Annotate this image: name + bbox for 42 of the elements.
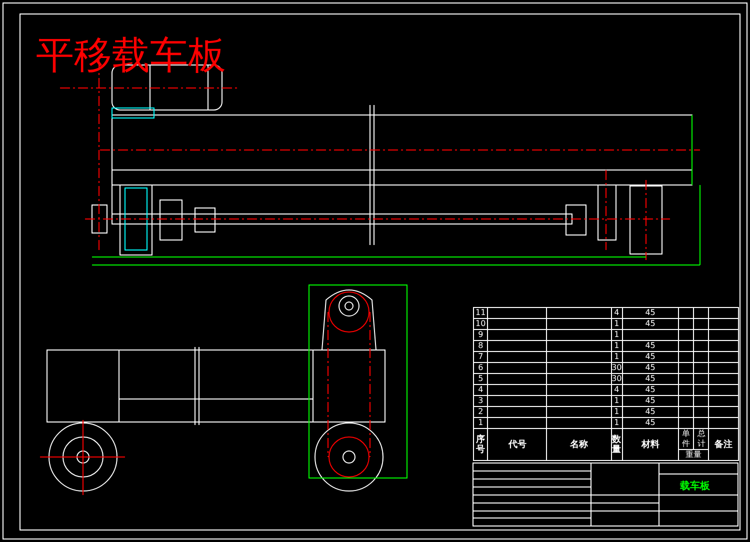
quantity-cell: 1: [614, 342, 620, 350]
material-cell: 45: [645, 308, 656, 318]
column-header: 重量: [686, 450, 702, 460]
quantity-cell: 1: [614, 330, 620, 340]
material-cell: 45: [645, 408, 656, 416]
column-header: 代号: [508, 440, 526, 450]
material-cell: 45: [645, 320, 656, 328]
quantity-cell: 4: [614, 386, 620, 394]
quantity-cell: 1: [614, 418, 620, 428]
drawing-name: 载车板: [680, 479, 710, 493]
material-cell: 45: [645, 352, 656, 362]
row-number: 6: [478, 364, 484, 372]
column-header: 名称: [570, 440, 588, 450]
quantity-cell: 4: [614, 308, 620, 318]
quantity-cell: 1: [614, 320, 620, 328]
quantity-cell: 1: [614, 408, 620, 416]
row-number: 9: [478, 330, 484, 340]
column-header: 单件: [680, 430, 691, 448]
row-number: 3: [478, 396, 484, 406]
column-header: 序号: [475, 434, 486, 454]
material-cell: 45: [645, 342, 656, 350]
quantity-cell: 30: [612, 374, 622, 384]
row-number: 8: [478, 342, 484, 350]
material-cell: 45: [645, 364, 656, 372]
material-cell: 45: [645, 396, 656, 406]
quantity-cell: 1: [614, 396, 620, 406]
row-number: 4: [478, 386, 484, 394]
row-number: 1: [478, 418, 484, 428]
quantity-cell: 1: [614, 352, 620, 362]
column-header: 材料: [641, 440, 660, 450]
row-number: 10: [476, 320, 486, 328]
material-cell: 45: [645, 374, 656, 384]
material-cell: 45: [645, 418, 656, 428]
column-header: 数量: [612, 434, 622, 454]
column-header: 总计: [696, 430, 706, 448]
row-number: 2: [478, 408, 484, 416]
row-number: 5: [478, 374, 484, 384]
column-header: 备注: [714, 440, 733, 450]
material-cell: 45: [645, 386, 656, 394]
row-number: 7: [478, 352, 484, 362]
row-number: 11: [476, 308, 486, 318]
quantity-cell: 30: [612, 364, 622, 372]
